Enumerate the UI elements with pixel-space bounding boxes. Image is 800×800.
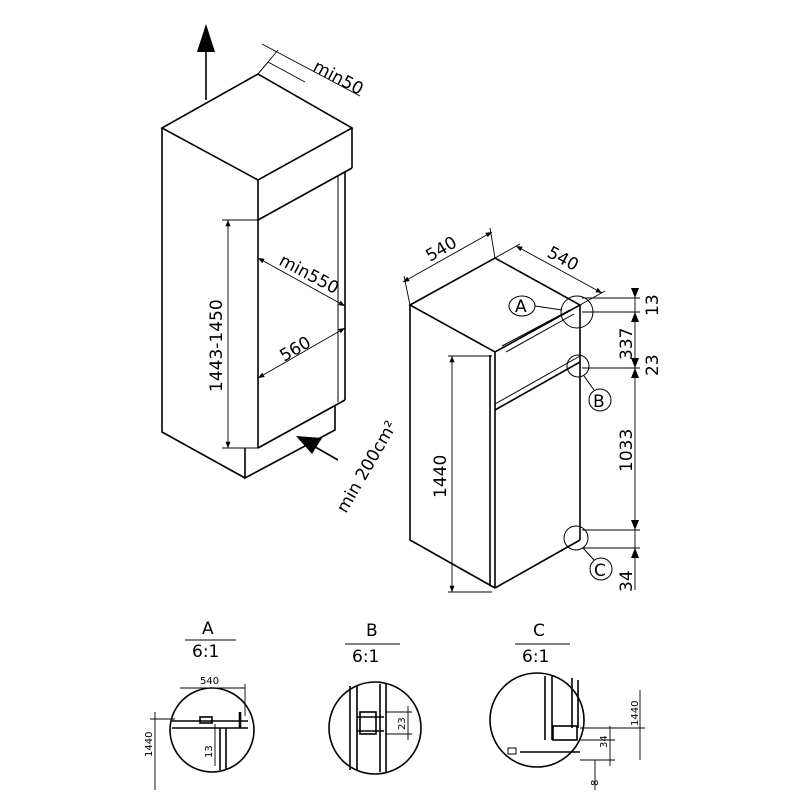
- detail-c-dim-34: 34: [599, 735, 610, 748]
- niche-height-dimension: 1443-1450: [207, 219, 258, 449]
- fridge-body: [408, 257, 582, 589]
- vent-label: min 200cm²: [333, 418, 402, 517]
- fridge-depth-label: 540: [544, 243, 582, 276]
- fridge-width-label: 540: [423, 233, 461, 267]
- detail-c-dim-8: 8: [590, 780, 601, 786]
- fridge-top-face: [408, 257, 582, 353]
- detail-b-letter: B: [366, 621, 378, 641]
- niche-height-label: 1443-1450: [207, 299, 227, 392]
- cabinet-plinth: [244, 405, 336, 480]
- dim-337-label: 337: [617, 328, 637, 360]
- right-dimension-chain: 13 337 23 1033 34: [582, 288, 663, 592]
- fridge-left-side: [409, 305, 496, 589]
- fridge-height-dimension: 1440: [431, 355, 492, 593]
- detail-b: B 6:1 23: [328, 621, 422, 775]
- freezer-door-gap: [494, 361, 581, 411]
- detail-a-circle: [169, 687, 255, 773]
- detail-c-scale: 6:1: [522, 647, 549, 667]
- min50-label: min50: [310, 57, 367, 100]
- detail-a: A 6:1 540 1440 13: [144, 619, 255, 790]
- callout-a-letter: A: [515, 297, 527, 317]
- detail-a-dim-13: 13: [204, 745, 215, 758]
- detail-a-letter: A: [202, 619, 214, 639]
- detail-b-scale: 6:1: [352, 647, 379, 667]
- callout-b-letter: B: [593, 392, 605, 412]
- opening-bottom-edge: [257, 399, 346, 449]
- callout-c: C: [563, 525, 613, 581]
- detail-b-dim-23: 23: [397, 717, 408, 730]
- cabinet-top-face: [160, 73, 354, 181]
- dim-1033-label: 1033: [617, 429, 637, 472]
- detail-c-circle: [489, 672, 585, 768]
- detail-c-dim-1440: 1440: [630, 701, 641, 726]
- fridge-height-label: 1440: [431, 455, 451, 498]
- width560-label: 560: [277, 333, 315, 367]
- detail-a-dim-540: 540: [200, 676, 219, 687]
- detail-c-letter: C: [533, 621, 545, 641]
- detail-a-dim-1440: 1440: [144, 732, 155, 757]
- min50-dimension: min50: [257, 43, 367, 100]
- callout-a: A: [508, 295, 594, 329]
- dim-34-label: 34: [617, 570, 637, 592]
- width560-dimension: 560: [257, 327, 346, 379]
- up-arrow-icon: [197, 24, 215, 100]
- detail-b-circle: [328, 681, 422, 775]
- detail-a-scale: 6:1: [192, 642, 219, 662]
- callout-b: B: [566, 354, 612, 412]
- callout-c-letter: C: [594, 561, 606, 581]
- dim-23-label: 23: [643, 354, 663, 376]
- cabinet-left-panel: [161, 128, 246, 479]
- min550-dimension: min550: [257, 251, 346, 307]
- min550-label: min550: [276, 251, 342, 299]
- dim-13-label: 13: [643, 294, 663, 316]
- diagonal-arrow-icon: [296, 436, 339, 461]
- fridge-depth-dimension: 540: [494, 243, 606, 306]
- detail-c: C 6:1 1440 34 8: [489, 621, 645, 790]
